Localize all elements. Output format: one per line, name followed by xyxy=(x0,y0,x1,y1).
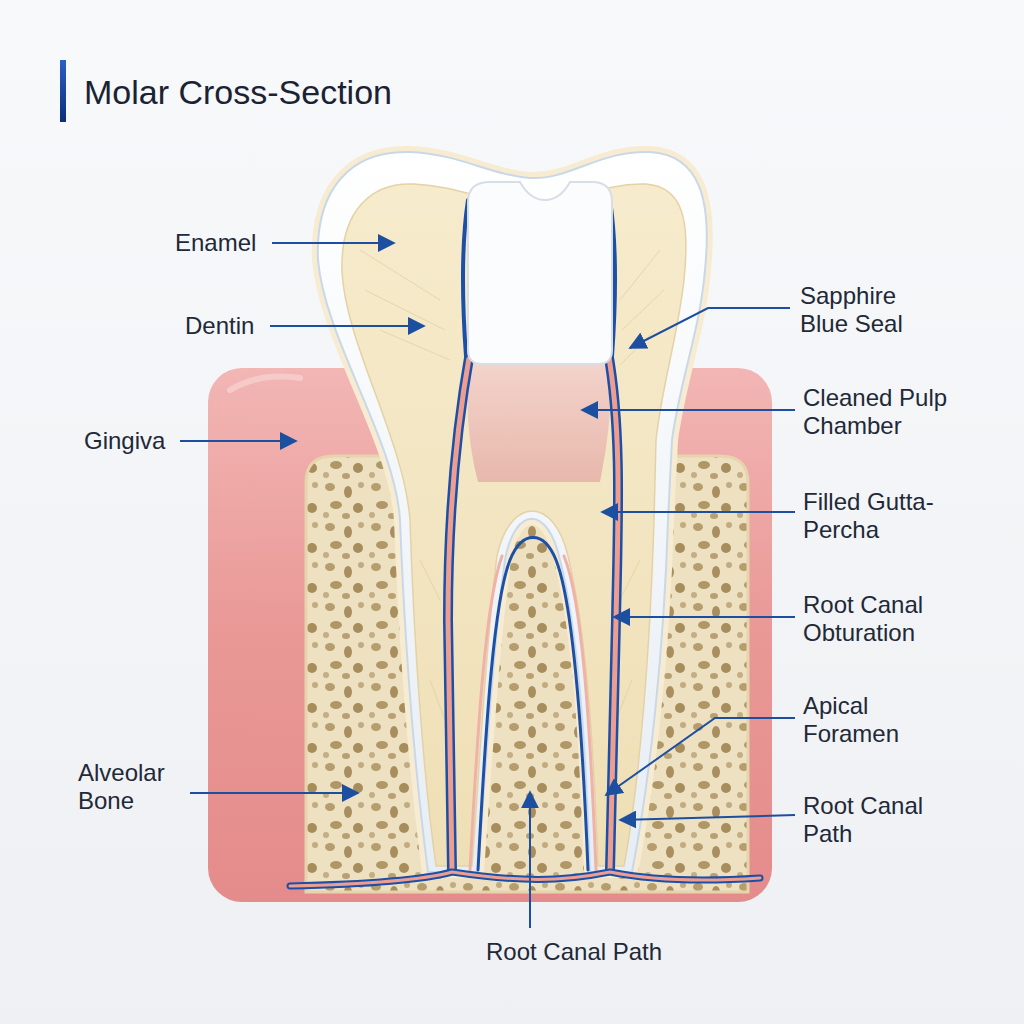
title: Molar Cross-Section xyxy=(84,72,392,112)
part-label: Enamel xyxy=(175,229,256,257)
part-label: Alveolar Bone xyxy=(78,759,193,815)
part-label: Cleaned Pulp Chamber xyxy=(803,384,1003,440)
part-label: Root Canal Obturation xyxy=(803,591,1003,647)
part-label: Apical Foramen xyxy=(803,692,943,748)
part-label: Root Canal Path xyxy=(486,938,662,966)
part-label: Dentin xyxy=(185,312,254,340)
part-label: Filled Gutta-Percha xyxy=(803,488,1003,544)
part-label: Sapphire Blue Seal xyxy=(800,282,940,338)
part-label: Gingiva xyxy=(84,427,165,455)
crown-filling xyxy=(468,182,612,364)
part-label: Root Canal Path xyxy=(803,792,963,848)
pulp-chamber xyxy=(468,358,611,482)
leader-lines xyxy=(180,243,795,928)
title-bar xyxy=(60,60,66,122)
